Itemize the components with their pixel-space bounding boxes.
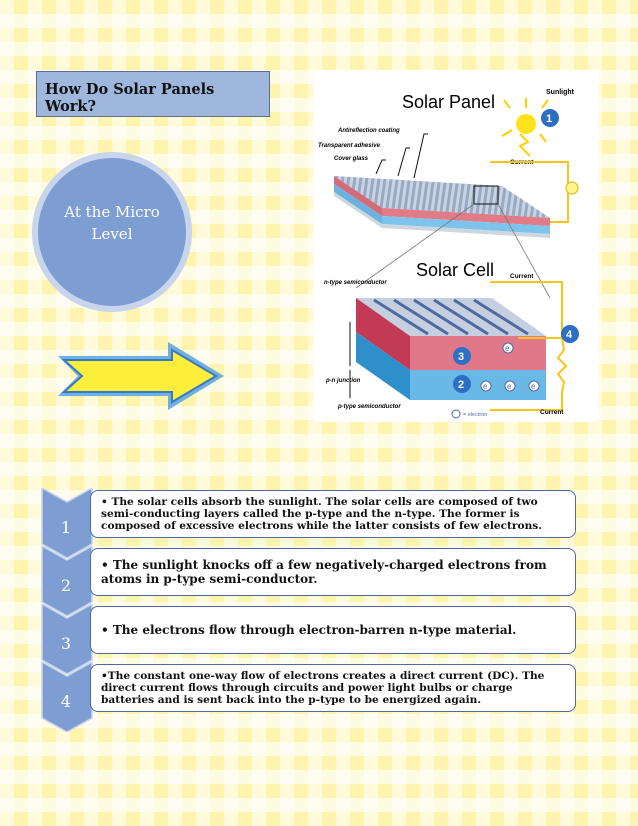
badge-3: 3 [458, 351, 464, 363]
micro-level-circle: At the Micro Level [32, 152, 192, 312]
step-text: • The sunlight knocks off a few negative… [90, 548, 576, 596]
chevron-down-icon [41, 662, 93, 732]
cover-glass-label: Cover glass [334, 156, 369, 162]
antireflection-label: Antireflection coating [337, 128, 400, 134]
sun-icon [501, 98, 549, 157]
electron-symbol: e [483, 382, 488, 391]
panel-title: Solar Panel [402, 92, 495, 112]
step-text: • The electrons flow through electron-ba… [90, 606, 576, 654]
step-number: 4 [60, 692, 72, 711]
electron-symbol: e [505, 344, 510, 353]
electron-symbol: e [507, 382, 512, 391]
arrow-right-icon [58, 342, 224, 410]
badge-4: 4 [566, 329, 573, 341]
adhesive-label: Transparent adhesive [318, 143, 381, 149]
step-item: 3 • The electrons flow through electron-… [40, 604, 580, 674]
chevron-down-icon [41, 488, 93, 558]
badge-2: 2 [458, 379, 464, 391]
electron-symbol: e [531, 382, 536, 391]
current-mid-label: Current [510, 273, 534, 280]
step-item: 2 • The sunlight knocks off a few negati… [40, 546, 580, 616]
p-type-label: p-type semiconductor [337, 404, 401, 410]
step-number: 2 [60, 576, 72, 595]
chevron-down-icon [41, 604, 93, 674]
page-title: How Do Solar Panels Work? [36, 71, 270, 117]
cell-title: Solar Cell [416, 260, 494, 280]
step-item: 1 • The solar cells absorb the sunlight.… [40, 488, 580, 558]
step-number: 1 [60, 518, 72, 537]
circle-label: At the Micro Level [64, 203, 160, 243]
badge-1: 1 [546, 113, 552, 125]
current-bottom-label: Current [540, 409, 564, 416]
chevron-down-icon [41, 546, 93, 616]
sunlight-label: Sunlight [546, 89, 575, 96]
solar-panel-diagram: Sunlight Solar Panel Antireflection coat… [314, 70, 598, 422]
step-text: •The constant one-way flow of electrons … [90, 664, 576, 712]
step-number: 3 [60, 634, 72, 653]
n-type-label: n-type semiconductor [324, 280, 387, 286]
step-text: • The solar cells absorb the sunlight. T… [90, 490, 576, 538]
pn-junction-label: p-n junction [325, 378, 361, 384]
step-item: 4 •The constant one-way flow of electron… [40, 662, 580, 732]
electron-legend: = electron [463, 412, 487, 418]
